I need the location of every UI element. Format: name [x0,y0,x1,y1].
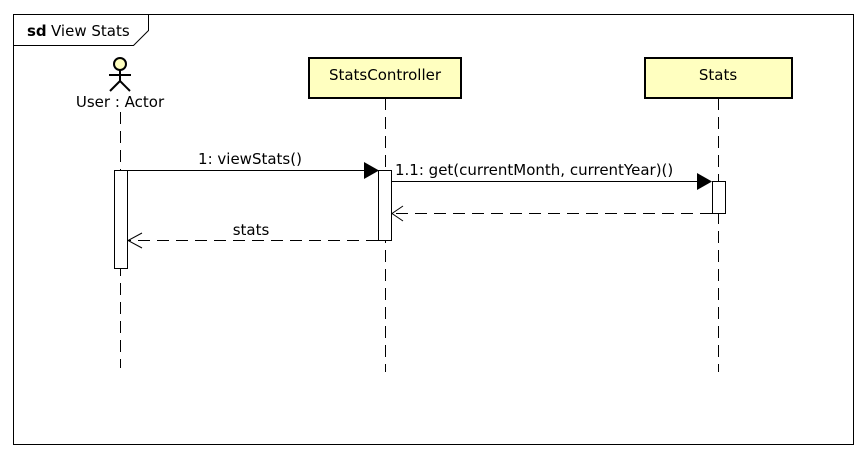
message-get-arrowhead [697,173,712,190]
message-viewstats: 1: viewStats() [127,150,379,179]
frame-tab [13,14,149,46]
frame-keyword: sd [27,22,47,40]
message-return-user-label: stats [233,221,270,239]
lifeline-stats-label: Stats [699,66,737,84]
message-viewstats-arrowhead [364,162,379,179]
message-return-stats-arrowhead [391,205,404,222]
activation-controller [378,170,392,241]
controller-box [308,57,462,99]
lifeline-stats: Stats [644,57,793,372]
activation-user [114,170,128,269]
message-get-label: 1.1: get(currentMonth, currentYear)() [395,161,673,179]
lifeline-controller: StatsController [308,57,462,372]
message-return-stats [391,205,712,222]
message-return-user-arrowhead [126,232,143,249]
lifeline-user: User : Actor [76,57,165,368]
lifeline-controller-label: StatsController [329,66,442,84]
lifeline-user-label: User : Actor [76,93,165,111]
activation-stats [712,181,726,214]
message-viewstats-label: 1: viewStats() [198,150,302,168]
diagram-frame [13,14,854,445]
message-return-user: stats [126,221,378,249]
actor-icon [109,57,131,92]
message-get: 1.1: get(currentMonth, currentYear)() [391,161,712,190]
frame-title: View Stats [51,22,130,40]
